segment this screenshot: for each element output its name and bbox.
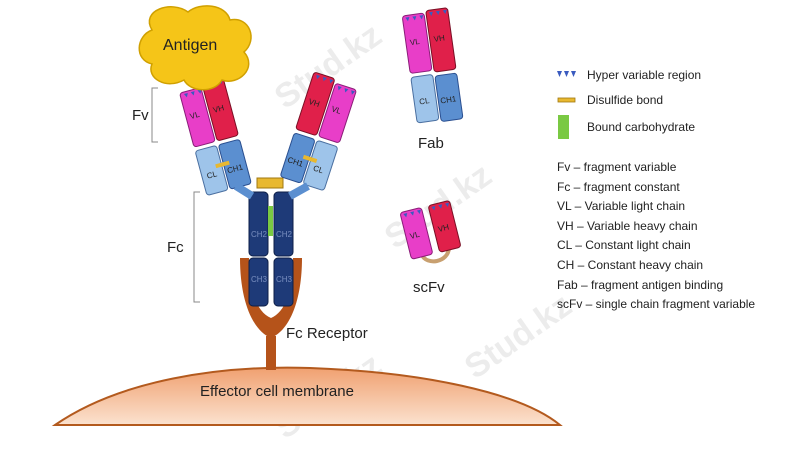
fab-ch1 — [434, 72, 464, 122]
fc-ch2-right — [273, 191, 294, 257]
fv-bracket — [151, 87, 158, 143]
fab-label: Fab — [418, 135, 444, 152]
abbreviation-item: Fv – fragment variable — [557, 160, 677, 174]
right-cl — [303, 140, 338, 191]
domain-vh-right: VH — [307, 97, 321, 109]
abbreviation-item: Fc – fragment constant — [557, 179, 680, 194]
fc-ch3-left — [248, 257, 269, 307]
legend-label-carbohydrate: Bound carbohydrate — [587, 120, 696, 134]
fc-ch3-right — [273, 257, 294, 307]
fv-label: Fv — [132, 107, 149, 124]
left-vl — [179, 87, 216, 148]
fc-bracket — [193, 191, 200, 303]
legend: Hyper variable region Disulfide bond Bou… — [557, 62, 797, 315]
abbreviation-item: scFv – single chain fragment variable — [557, 297, 756, 312]
domain-ch1-fab: CH1 — [440, 94, 458, 105]
domain-vl-fab: VL — [409, 37, 420, 47]
domain-ch1-left: CH1 — [226, 162, 244, 175]
fc-region: CH2 CH2 CH3 CH3 — [248, 191, 294, 307]
watermark-text-1: Stud.kz — [268, 16, 389, 116]
carbohydrate-swatch-icon — [557, 115, 583, 139]
fab-cl — [410, 74, 440, 124]
domain-ch3-right: CH3 — [276, 275, 293, 284]
scfv-fragment: VL VH — [400, 200, 461, 264]
fab-vl — [402, 12, 433, 74]
domain-vl-scfv: VL — [409, 230, 421, 241]
abbreviation-item: VH – Variable heavy chain — [557, 218, 698, 233]
domain-ch2-right: CH2 — [276, 230, 293, 239]
domain-ch2-left: CH2 — [251, 230, 268, 239]
fc-receptor-cup — [240, 258, 302, 338]
abbreviation-item: CL – Constant light chain — [557, 238, 691, 253]
fc-receptor — [240, 258, 302, 370]
domain-cl-fab: CL — [419, 96, 431, 106]
legend-label-hypervariable: Hyper variable region — [587, 67, 702, 82]
fab-hypervariable-marks — [405, 9, 447, 22]
disulfide-swatch-icon — [557, 92, 583, 108]
right-fab-disulfide — [302, 154, 318, 163]
domain-vl-right: VL — [330, 104, 343, 116]
antigen-blob — [138, 5, 252, 91]
fc-ch2-left — [248, 191, 269, 257]
abbreviation-item: CH – Constant heavy chain — [557, 257, 704, 272]
hinge-disulfide-bond — [256, 177, 284, 189]
left-cl — [195, 145, 229, 196]
right-ch1 — [280, 133, 315, 184]
left-fab-disulfide — [215, 160, 230, 169]
right-vl — [318, 83, 357, 143]
domain-vh-scfv: VH — [437, 222, 450, 233]
right-hypervariable-marks — [316, 74, 356, 95]
left-fab-arm: VL VH CL CH1 — [179, 77, 252, 196]
left-hinge — [233, 182, 255, 200]
domain-cl-right: CL — [312, 164, 325, 176]
domain-cl-left: CL — [206, 169, 219, 180]
fc-label: Fc — [167, 239, 184, 256]
hypervariable-swatch-icon — [557, 67, 583, 83]
fc-receptor-label: Fc Receptor — [286, 325, 368, 342]
fc-receptor-stem — [266, 336, 276, 370]
bound-carbohydrate — [268, 206, 273, 236]
legend-row-hypervariable: Hyper variable region — [557, 62, 797, 87]
legend-label-disulfide: Disulfide bond — [587, 92, 664, 107]
scfv-hypervariable-marks — [403, 202, 449, 218]
abbreviation-list: Fv – fragment variable Fc – fragment con… — [557, 158, 797, 315]
scfv-vh — [428, 200, 461, 253]
domain-vh-left: VH — [212, 103, 225, 115]
domain-vl-left: VL — [189, 110, 201, 121]
effector-cell-membrane — [51, 366, 563, 426]
legend-row-disulfide: Disulfide bond — [557, 87, 797, 112]
right-fab-arm: VH VL CH1 CL — [280, 72, 357, 191]
right-vh — [295, 72, 335, 136]
fab-vh — [425, 7, 457, 73]
abbreviation-item: Fab – fragment antigen binding — [557, 277, 724, 292]
antigen-label: Antigen — [163, 37, 217, 54]
domain-vh-fab: VH — [433, 33, 445, 43]
scfv-linker — [419, 247, 451, 264]
legend-row-carbohydrate: Bound carbohydrate — [557, 112, 797, 142]
right-hinge — [288, 182, 310, 200]
scfv-label: scFv — [413, 279, 445, 296]
domain-ch3-left: CH3 — [251, 275, 268, 284]
fab-fragment: VL VH CL CH1 — [402, 7, 464, 124]
abbreviation-item: VL – Variable light chain — [557, 199, 686, 214]
membrane-label: Effector cell membrane — [200, 383, 354, 400]
scfv-vl — [400, 207, 433, 260]
